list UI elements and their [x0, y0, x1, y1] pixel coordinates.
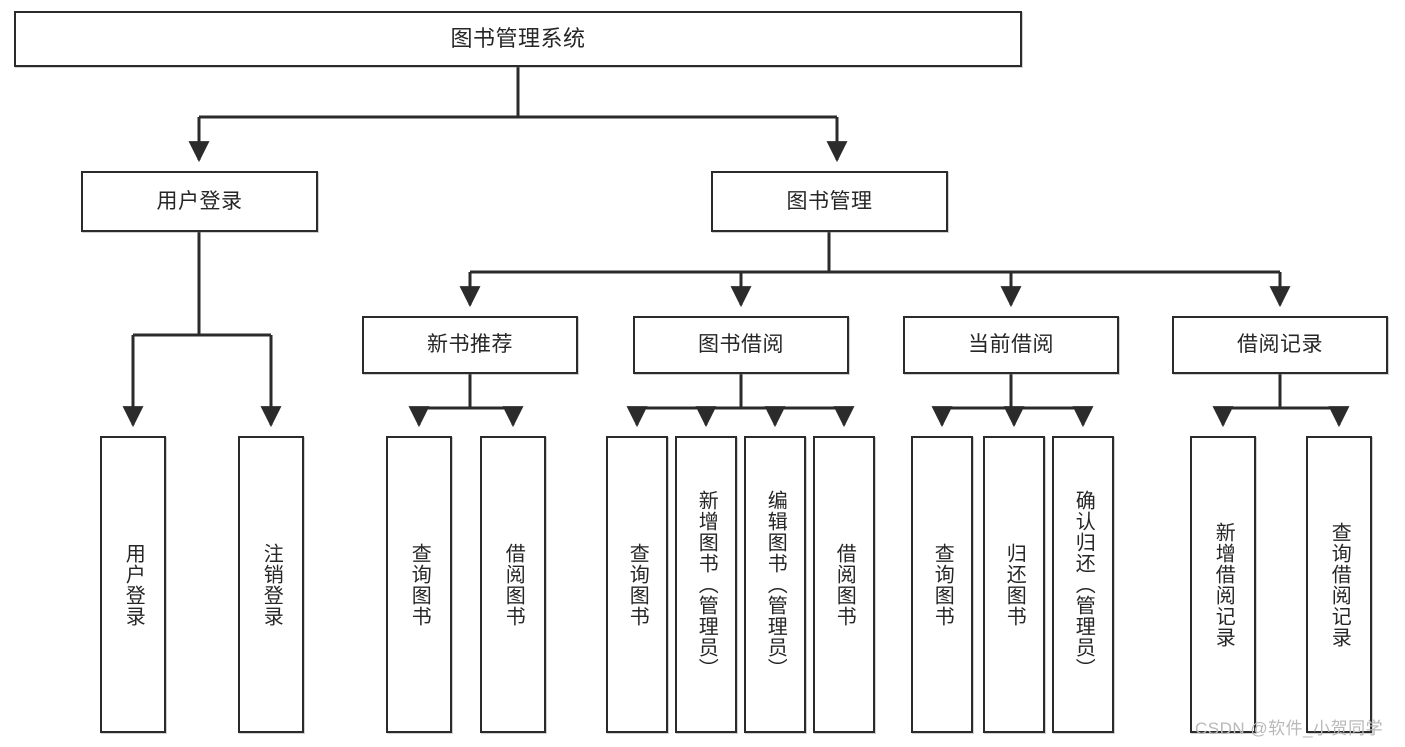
node-book-borrow-label: 图书借阅 — [698, 333, 784, 357]
leaf-label: 查询图书 — [408, 542, 431, 627]
node-user-login-label: 用户登录 — [156, 189, 243, 213]
leaf-label: 查询图书 — [626, 542, 649, 627]
leaf-rec-query-book[interactable]: 查询图书 — [386, 436, 452, 733]
node-user-login[interactable]: 用户登录 — [81, 171, 318, 232]
leaf-borrow-query-book[interactable]: 查询图书 — [606, 436, 668, 733]
leaf-rec-borrow-book[interactable]: 借阅图书 — [480, 436, 546, 733]
node-new-book-rec-label: 新书推荐 — [427, 333, 513, 357]
node-book-borrow[interactable]: 图书借阅 — [633, 316, 849, 374]
leaf-borrow-edit-book[interactable]: 编辑图书（管理员） — [744, 436, 806, 733]
node-borrow-record[interactable]: 借阅记录 — [1172, 316, 1388, 374]
leaf-label: 查询图书 — [931, 542, 954, 627]
leaf-cur-return-book[interactable]: 归还图书 — [983, 436, 1045, 733]
csdn-watermark: CSDN @软件_小贺同学 — [1195, 719, 1384, 738]
node-root-label: 图书管理系统 — [450, 25, 586, 51]
leaf-label: 借阅图书 — [502, 542, 525, 627]
leaf-cur-confirm-return[interactable]: 确认归还（管理员） — [1052, 436, 1114, 733]
leaf-borrow-borrow-book[interactable]: 借阅图书 — [813, 436, 875, 733]
leaf-label: 确认归还（管理员） — [1072, 490, 1095, 679]
leaf-label: 编辑图书（管理员） — [764, 490, 787, 679]
node-current-borrow-label: 当前借阅 — [968, 333, 1054, 357]
node-book-manage[interactable]: 图书管理 — [711, 171, 948, 232]
leaf-borrow-add-book[interactable]: 新增图书（管理员） — [675, 436, 737, 733]
leaf-label: 查询借阅记录 — [1328, 521, 1351, 648]
leaf-user-logout[interactable]: 注销登录 — [238, 436, 304, 733]
leaf-rec-query-record[interactable]: 查询借阅记录 — [1306, 436, 1372, 733]
node-current-borrow[interactable]: 当前借阅 — [903, 316, 1119, 374]
leaf-label: 新增借阅记录 — [1212, 521, 1235, 648]
node-root[interactable]: 图书管理系统 — [14, 11, 1022, 67]
leaf-label: 注销登录 — [260, 542, 283, 627]
leaf-rec-add-record[interactable]: 新增借阅记录 — [1190, 436, 1256, 733]
node-book-manage-label: 图书管理 — [786, 189, 873, 213]
leaf-label: 借阅图书 — [833, 542, 856, 627]
leaf-user-login[interactable]: 用户登录 — [100, 436, 166, 733]
leaf-label: 用户登录 — [122, 542, 145, 627]
leaf-cur-query-book[interactable]: 查询图书 — [911, 436, 973, 733]
leaf-label: 新增图书（管理员） — [695, 490, 718, 679]
leaf-label: 归还图书 — [1003, 542, 1026, 627]
node-borrow-record-label: 借阅记录 — [1237, 333, 1323, 357]
node-new-book-rec[interactable]: 新书推荐 — [362, 316, 578, 374]
